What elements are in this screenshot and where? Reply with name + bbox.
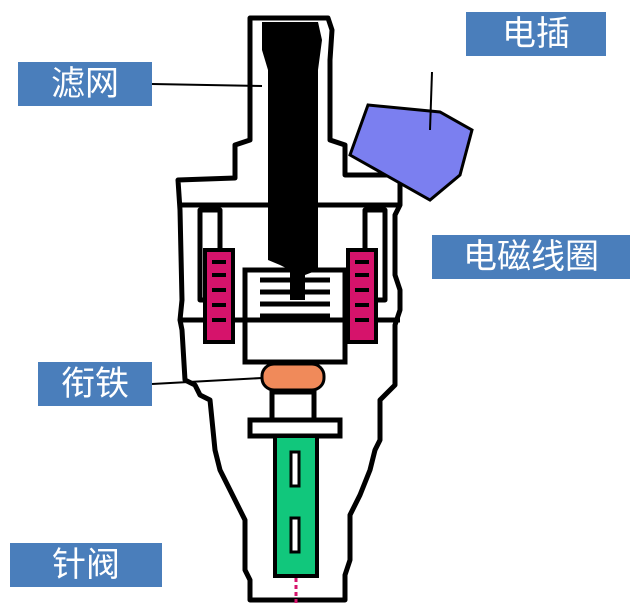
label-plug: 电插 — [466, 12, 606, 56]
plug-connector — [350, 105, 472, 200]
coil-right — [348, 250, 376, 342]
valve-guide — [250, 392, 340, 436]
needle-valve — [275, 436, 317, 605]
label-needle-valve: 针阀 — [10, 543, 162, 587]
label-filter: 滤网 — [18, 62, 152, 106]
coil-left — [205, 250, 233, 342]
filter-tube — [262, 22, 322, 300]
armature — [262, 364, 324, 390]
label-coil: 电磁线圈 — [432, 235, 630, 279]
label-armature: 衔铁 — [38, 362, 152, 406]
